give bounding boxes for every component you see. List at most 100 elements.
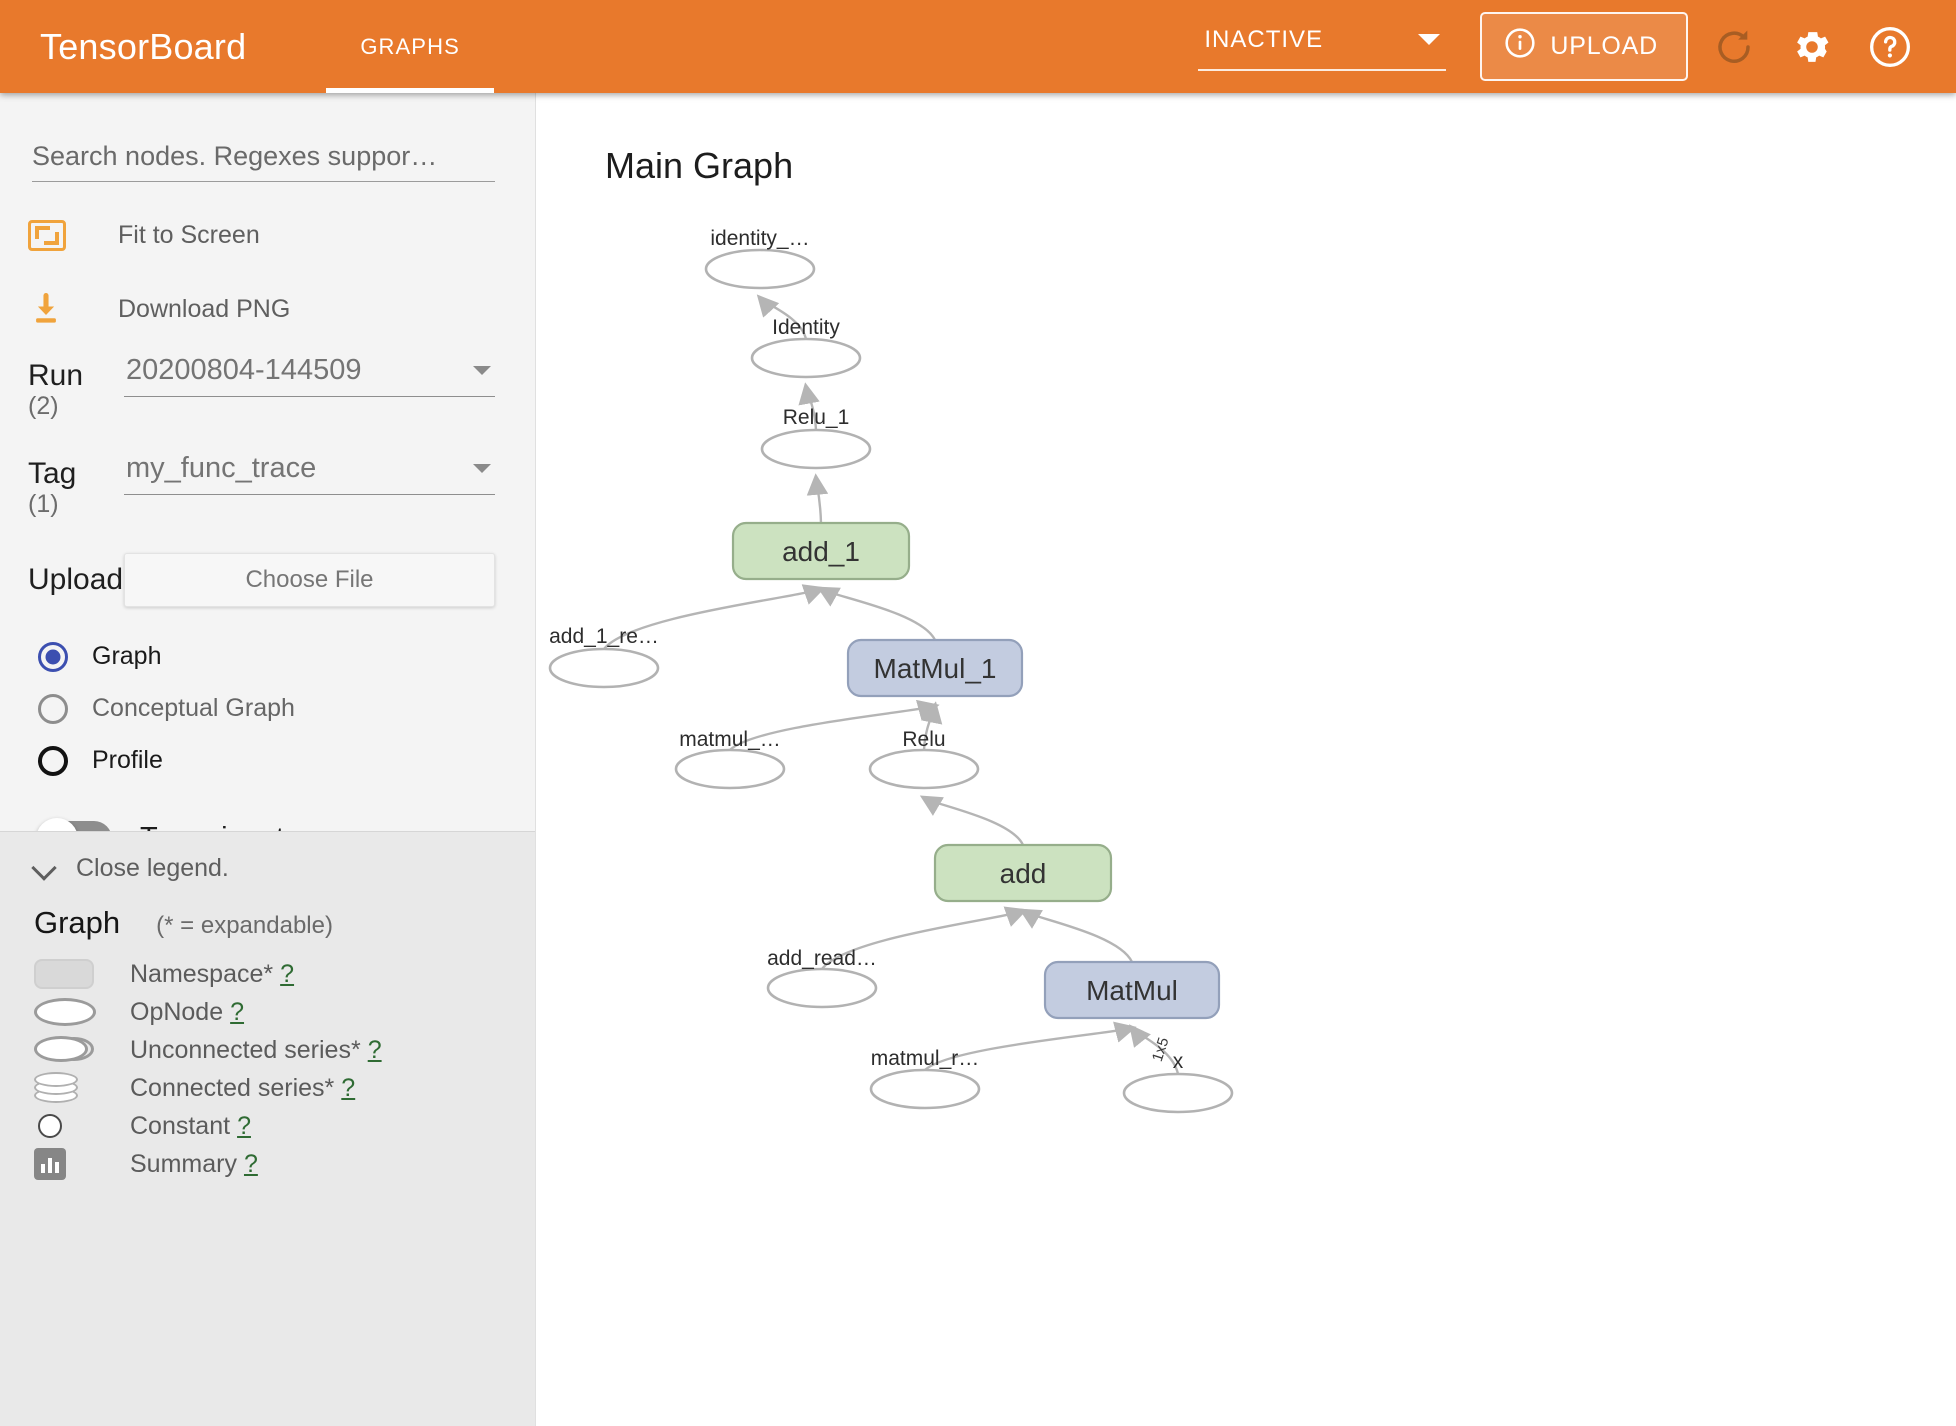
search-field[interactable]: [32, 141, 495, 182]
radio-indicator: [38, 641, 68, 672]
choose-file-button[interactable]: Choose File: [124, 552, 495, 607]
graph-edge: [729, 699, 940, 751]
legend-item: Constant?: [34, 1107, 535, 1145]
graph-edge: [806, 473, 829, 524]
graph-edge: [603, 584, 826, 650]
node-label: Relu_1: [783, 406, 850, 429]
tag-select[interactable]: my_func_trace: [124, 452, 495, 496]
chevron-down-icon: [473, 464, 491, 474]
node-label: Relu: [902, 728, 945, 751]
graph-node-add_1[interactable]: add_1: [731, 521, 911, 581]
top-app-bar: TensorBoard GRAPHS INACTIVE UPLOAD: [0, 0, 1956, 93]
graph-edge: [924, 1021, 1137, 1071]
node-label: matmul_r…: [871, 1047, 980, 1070]
graph-node-add_read[interactable]: add_read…: [766, 947, 878, 1009]
fit-to-screen-button[interactable]: Fit to Screen: [28, 204, 535, 266]
graph-node-Relu[interactable]: Relu: [868, 728, 980, 790]
node-label: add_1_re…: [549, 625, 659, 648]
node-label: add_read…: [767, 947, 877, 970]
download-png-label: Download PNG: [118, 294, 291, 323]
radio-graph-label: Graph: [92, 642, 162, 670]
run-field: Run (2) 20200804-144509: [28, 354, 495, 420]
graph-edge: [798, 382, 820, 431]
radio-graph[interactable]: Graph: [38, 631, 535, 683]
graph-node-Relu_1[interactable]: Relu_1: [760, 406, 872, 470]
namespace-symbol-icon: [34, 959, 126, 989]
node-shape: [766, 967, 878, 1009]
radio-profile[interactable]: Profile: [38, 735, 535, 787]
run-count: (2): [28, 391, 59, 420]
graph-node-x[interactable]: x: [1122, 1050, 1234, 1114]
close-legend-button[interactable]: Close legend.: [34, 854, 535, 883]
help-link[interactable]: ?: [230, 997, 245, 1026]
radio-indicator: [38, 693, 68, 724]
legend-title-row: Graph (* = expandable): [34, 905, 535, 941]
radio-indicator: [38, 745, 68, 776]
legend-note: (* = expandable): [156, 912, 333, 939]
node-label: MatMul: [1086, 975, 1178, 1006]
upload-field: Upload Choose File: [28, 552, 495, 607]
legend-panel: Close legend. Graph (* = expandable) Nam…: [0, 831, 535, 1426]
help-circle-icon[interactable]: [1858, 15, 1922, 79]
graph-node-matmul_read[interactable]: matmul_r…: [869, 1047, 981, 1110]
graph-node-MatMul[interactable]: MatMul: [1043, 960, 1221, 1020]
node-shape: [1122, 1072, 1234, 1114]
node-shape: [750, 337, 862, 379]
search-input[interactable]: [32, 141, 495, 172]
gear-icon[interactable]: [1780, 15, 1844, 79]
node-shape: [846, 638, 1024, 698]
upload-button-label: UPLOAD: [1550, 32, 1658, 60]
node-label: matmul_…: [679, 728, 781, 751]
node-label: MatMul_1: [874, 653, 997, 684]
help-link[interactable]: ?: [280, 959, 295, 988]
run-label-group: Run (2): [28, 354, 124, 420]
node-label: add_1: [782, 536, 860, 567]
node-shape: [869, 1068, 981, 1110]
radio-conceptual-graph-label: Conceptual Graph: [92, 694, 295, 722]
tab-graphs[interactable]: GRAPHS: [326, 0, 494, 93]
close-legend-label: Close legend.: [76, 854, 229, 882]
tag-label: Tag: [28, 457, 77, 491]
help-link[interactable]: ?: [243, 1149, 258, 1178]
refresh-icon[interactable]: [1702, 15, 1766, 79]
download-png-button[interactable]: Download PNG: [28, 278, 535, 340]
run-select[interactable]: 20200804-144509: [124, 354, 495, 397]
graph-node-matmul_read2[interactable]: matmul_…: [674, 728, 786, 790]
node-shape: [1043, 960, 1221, 1020]
graph-node-identity_out[interactable]: identity_…: [704, 227, 816, 290]
node-shape: [704, 248, 816, 290]
node-label: identity_…: [710, 227, 809, 250]
page-title: Main Graph: [605, 145, 794, 186]
graph-node-add_1_read[interactable]: add_1_re…: [548, 625, 660, 689]
graph-edge: [821, 906, 1028, 970]
status-dropdown-value: INACTIVE: [1204, 25, 1324, 53]
graph-edge: [1018, 908, 1134, 963]
graph-svg[interactable]: 1x5identity_…IdentityRelu_1add_1add_1_re…: [536, 93, 1956, 1426]
legend-item-label: Namespace*: [130, 959, 274, 988]
sidebar: Fit to Screen Download PNG Run (2) 20200…: [0, 93, 536, 1426]
help-link[interactable]: ?: [237, 1111, 251, 1140]
summary-symbol-icon: [34, 1148, 126, 1180]
upload-button[interactable]: UPLOAD: [1480, 12, 1688, 81]
legend-item-label: Connected series*: [130, 1073, 335, 1102]
legend-item-label: OpNode: [130, 997, 224, 1026]
chevron-down-icon: [1418, 34, 1441, 45]
status-dropdown[interactable]: INACTIVE: [1198, 23, 1447, 71]
radio-profile-label: Profile: [92, 746, 163, 774]
upload-label: Upload: [28, 562, 124, 596]
graph-node-add[interactable]: add: [933, 843, 1113, 903]
graph-node-Identity[interactable]: Identity: [750, 316, 862, 379]
node-shape: [674, 748, 786, 790]
legend-title: Graph: [34, 905, 121, 940]
graph-node-MatMul_1[interactable]: MatMul_1: [846, 638, 1024, 698]
run-select-value: 20200804-144509: [126, 354, 362, 386]
radio-conceptual-graph[interactable]: Conceptual Graph: [38, 683, 535, 735]
download-icon: [28, 291, 90, 327]
help-link[interactable]: ?: [341, 1073, 356, 1102]
help-link[interactable]: ?: [367, 1035, 382, 1064]
opnode-symbol-icon: [34, 998, 126, 1026]
node-shape: [548, 647, 660, 689]
graph-edge: [1128, 1024, 1180, 1075]
